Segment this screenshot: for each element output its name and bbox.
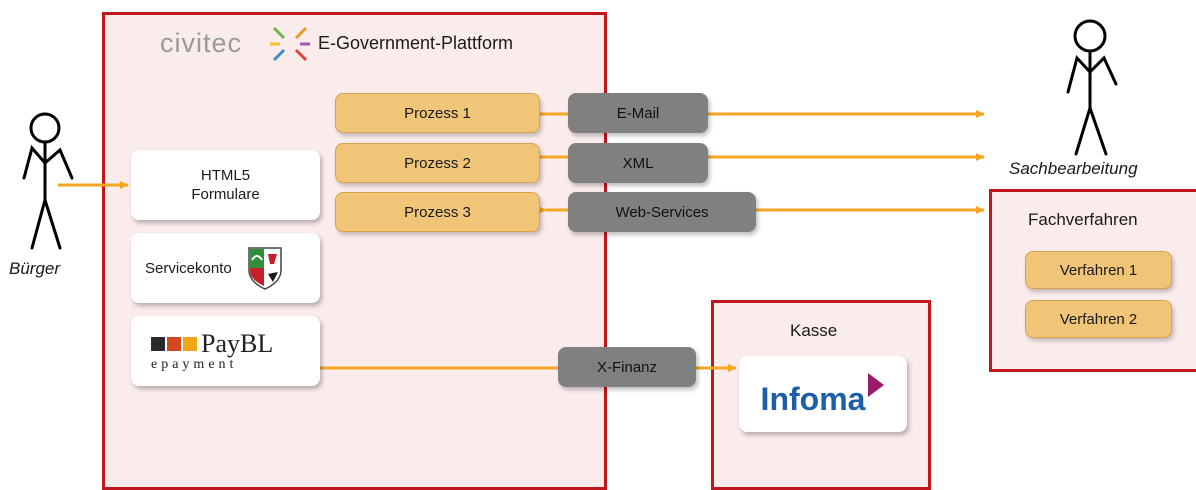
fachverfahren-title: Fachverfahren xyxy=(1028,210,1138,229)
xml-channel-box: XML xyxy=(568,143,708,183)
nrw-coat-of-arms-icon xyxy=(247,247,282,290)
servicekonto-label: Servicekonto xyxy=(145,259,232,277)
clerk-label: Sachbearbeitung xyxy=(1009,159,1138,178)
paybl-logo-row: PayBL xyxy=(151,329,273,359)
platform-title: E-Government-Plattform xyxy=(318,33,514,53)
kasse-title: Kasse xyxy=(790,321,838,340)
paybl-box: PayBL epayment xyxy=(131,316,320,386)
paybl-square-red-icon xyxy=(167,337,181,351)
infoma-logo-text: Infoma xyxy=(760,380,866,417)
forms-line1: HTML5 xyxy=(200,167,251,184)
citizen-label: Bürger xyxy=(9,259,61,278)
forms-line2: Formulare xyxy=(191,186,260,203)
servicekonto-box: Servicekonto xyxy=(131,233,320,303)
paybl-logo-text: PayBL xyxy=(201,329,274,358)
infoma-accent-icon xyxy=(868,373,885,397)
paybl-square-orange-icon xyxy=(183,337,197,351)
html5-forms-box: HTML5 Formulare xyxy=(131,150,320,220)
civitec-logo-icon xyxy=(270,26,310,62)
process-3-box: Prozess 3 xyxy=(335,192,540,232)
paybl-square-black-icon xyxy=(151,337,165,351)
verfahren-1-box: Verfahren 1 xyxy=(1025,251,1172,289)
webservices-channel-box: Web-Services xyxy=(568,192,756,232)
infoma-logo-box: Infoma xyxy=(739,356,907,432)
civitec-logo-text: civitec xyxy=(160,28,243,58)
paybl-sub-text: epayment xyxy=(151,357,238,372)
process-1-box: Prozess 1 xyxy=(335,93,540,133)
xfinanz-channel-box: X-Finanz xyxy=(558,347,696,387)
process-2-box: Prozess 2 xyxy=(335,143,540,183)
citizen-figure-icon xyxy=(22,112,74,250)
clerk-figure-icon xyxy=(1066,19,1118,156)
verfahren-2-box: Verfahren 2 xyxy=(1025,300,1172,338)
email-channel-box: E-Mail xyxy=(568,93,708,133)
